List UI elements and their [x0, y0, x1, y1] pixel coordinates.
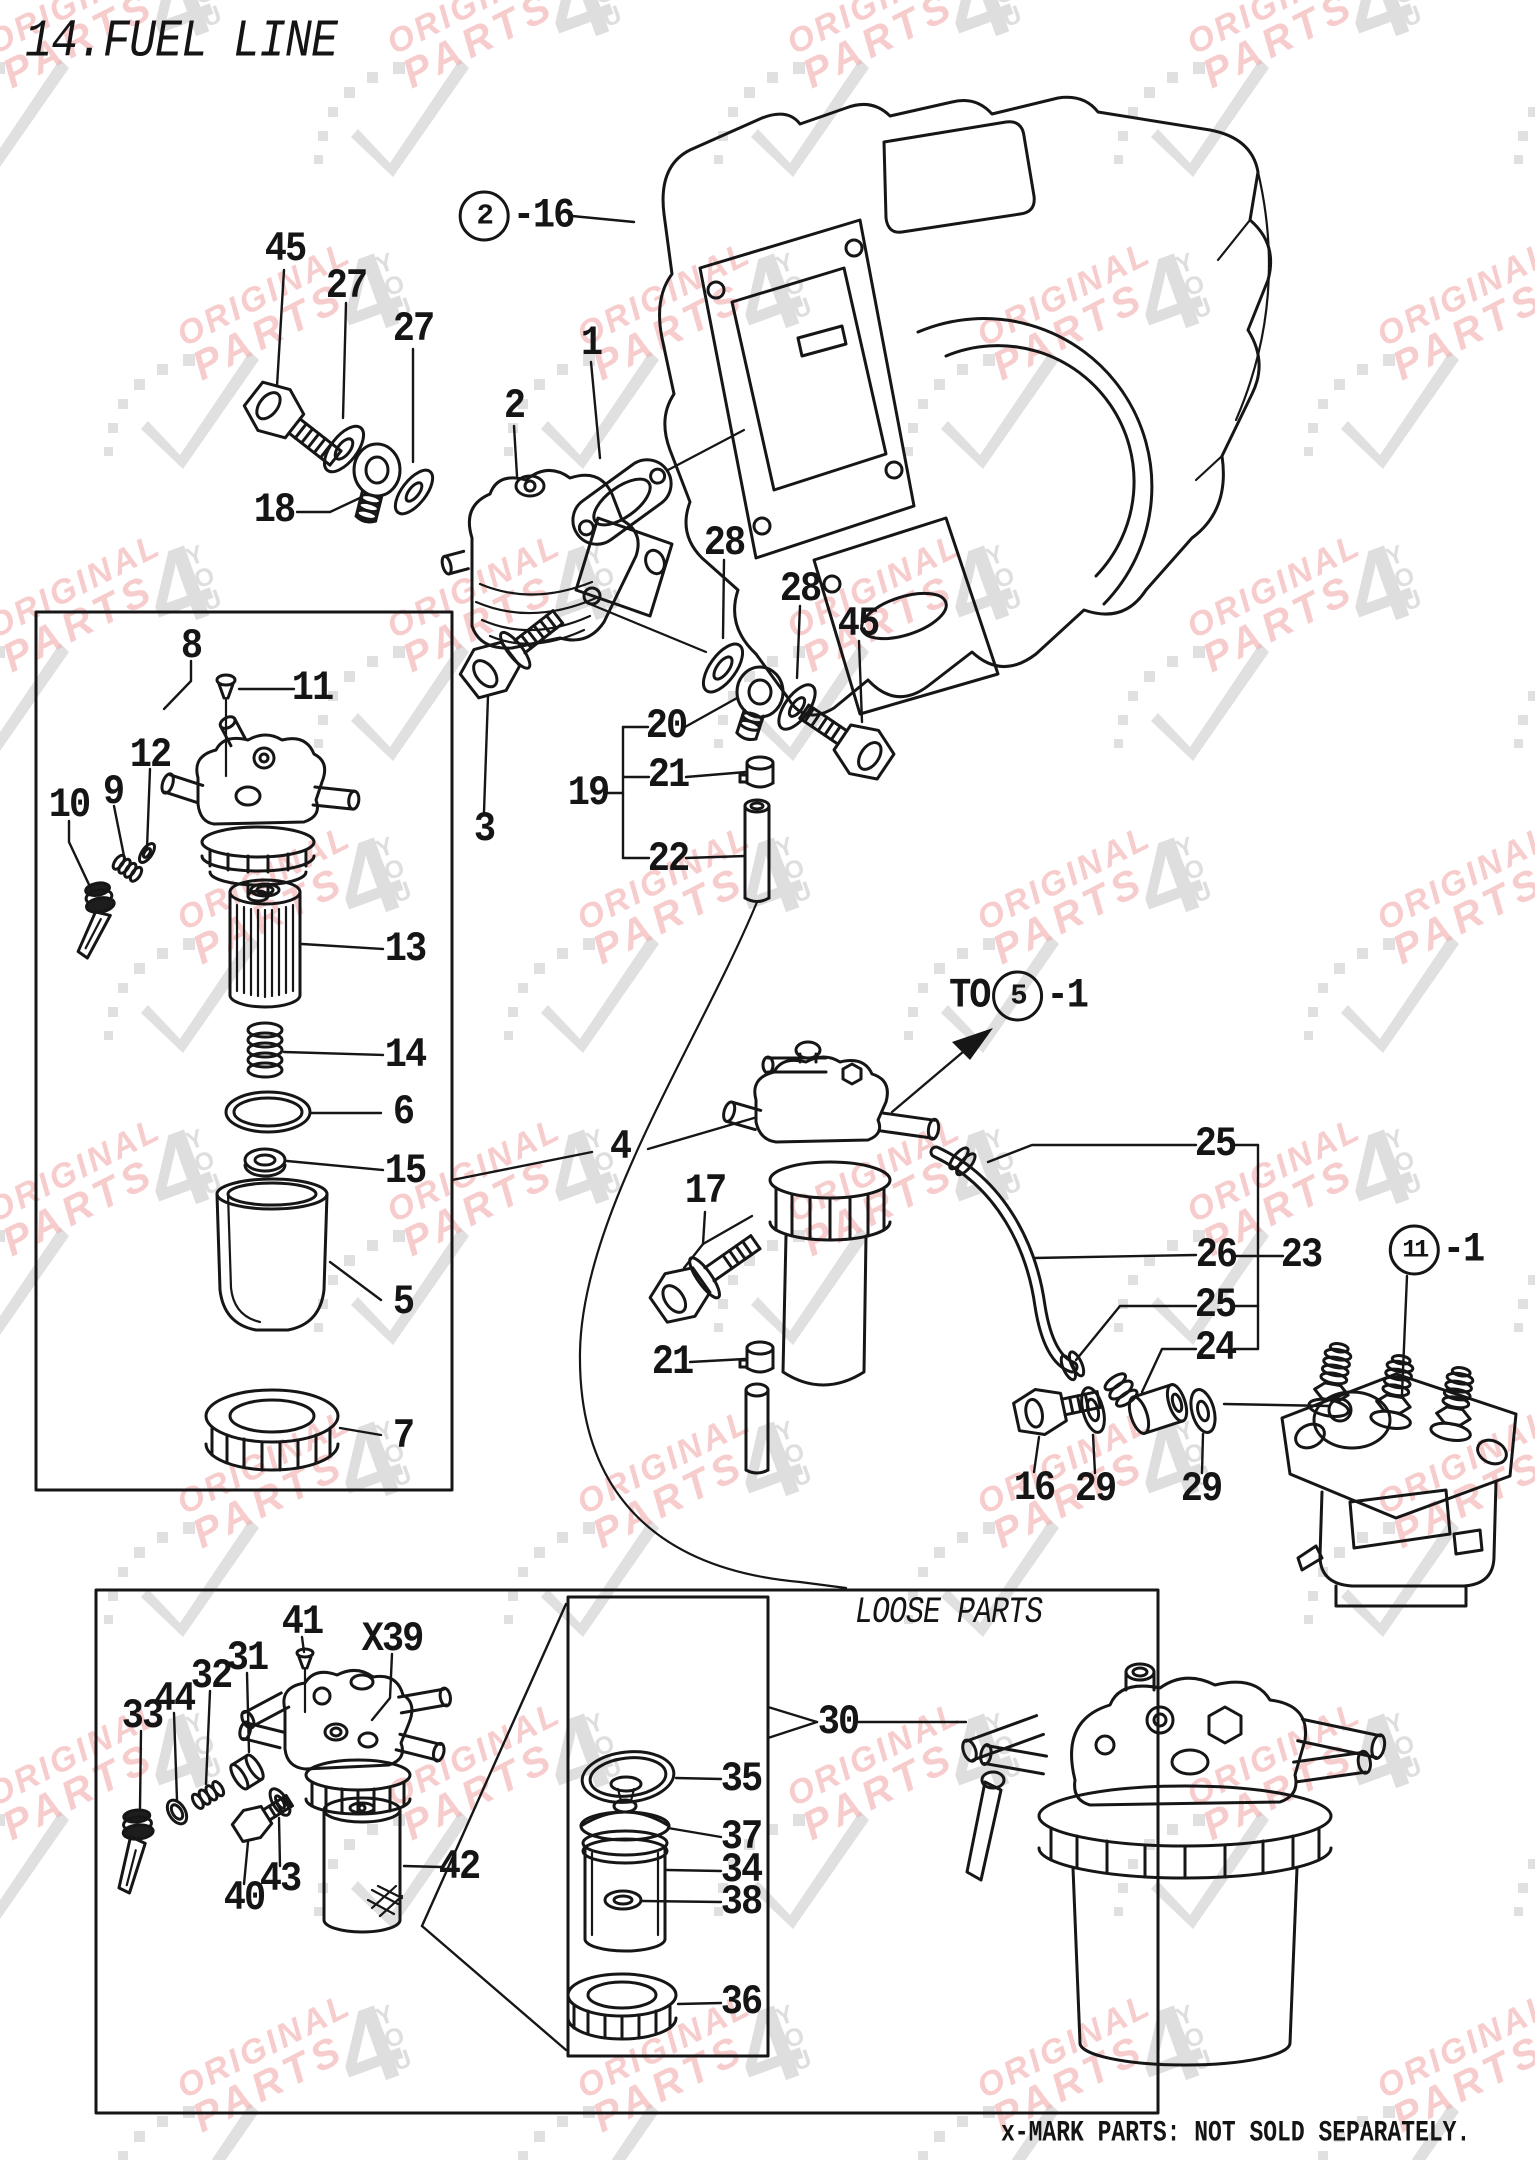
part-label-45-mid: 45 — [837, 601, 880, 649]
part-label-14: 14 — [384, 1032, 427, 1080]
part-label-9: 9 — [102, 769, 125, 817]
part-label-24: 24 — [1194, 1325, 1237, 1373]
part-label-21-lower: 21 — [651, 1339, 694, 1387]
part-label-29-second: 29 — [1180, 1466, 1223, 1514]
part-label-3: 3 — [473, 806, 496, 854]
part-label-29-first: 29 — [1074, 1466, 1117, 1514]
part-label-20: 20 — [645, 703, 688, 751]
circled-number: 2 — [458, 190, 510, 242]
part-label-10: 10 — [48, 782, 91, 830]
part-label-42: 42 — [438, 1844, 481, 1892]
part-label-22: 22 — [647, 836, 690, 884]
part-label-13: 13 — [384, 926, 427, 974]
ref-suffix: -1 — [1046, 972, 1089, 1020]
circled-number: 11 — [1388, 1224, 1440, 1276]
part-label-25-bottom: 25 — [1194, 1282, 1237, 1330]
part-label-27-second: 27 — [392, 306, 435, 354]
fuel-pump — [440, 424, 674, 814]
part-label-26: 26 — [1195, 1232, 1238, 1280]
part-label-32: 32 — [190, 1653, 233, 1701]
part-label-x39: X39 — [361, 1616, 425, 1664]
part-label-35: 35 — [720, 1756, 763, 1804]
part-label-25-top: 25 — [1194, 1121, 1237, 1169]
ref-label-2-16: 2-16 — [458, 190, 576, 242]
part-label-2: 2 — [503, 383, 526, 431]
ref-label-11-1: 11-1 — [1388, 1224, 1485, 1276]
part-label-41: 41 — [281, 1599, 324, 1647]
part-label-40: 40 — [223, 1875, 266, 1923]
footnote-note: x-MARK PARTS: NOT SOLD SEPARATELY. — [1001, 2116, 1471, 2150]
ref-prefix: TO — [949, 972, 991, 1020]
part-label-18: 18 — [253, 487, 296, 535]
engine-housing — [570, 95, 1273, 717]
part-label-7: 7 — [392, 1413, 415, 1461]
ref-suffix: -1 — [1442, 1226, 1485, 1274]
part-label-11: 11 — [291, 665, 334, 713]
part-label-27-first: 27 — [325, 263, 368, 311]
page-title: 14.FUEL LINE — [25, 12, 338, 73]
part-label-1: 1 — [580, 320, 603, 368]
left-filter-detail-box — [34, 610, 454, 1492]
part-label-36: 36 — [720, 1979, 763, 2027]
part-label-4: 4 — [609, 1124, 632, 1172]
part-label-31: 31 — [226, 1635, 269, 1683]
fuel-filter-assembly — [450, 900, 993, 1590]
part-label-28-first: 28 — [703, 520, 746, 568]
part-label-15: 15 — [384, 1148, 427, 1196]
part-label-44: 44 — [153, 1676, 196, 1724]
part-label-16: 16 — [1013, 1465, 1056, 1513]
circled-number: 5 — [992, 970, 1044, 1022]
part-label-43: 43 — [259, 1856, 302, 1904]
part-label-21-upper: 21 — [647, 752, 690, 800]
part-label-12: 12 — [129, 732, 172, 780]
part-label-45-top: 45 — [264, 226, 307, 274]
part-label-30: 30 — [817, 1699, 860, 1747]
part-label-28-second: 28 — [779, 566, 822, 614]
part-label-6: 6 — [392, 1089, 415, 1137]
part-label-33: 33 — [121, 1693, 164, 1741]
part-label-38: 38 — [720, 1879, 763, 1927]
part-label-17: 17 — [684, 1168, 727, 1216]
part-label-23: 23 — [1280, 1232, 1323, 1280]
ref-suffix: -16 — [512, 192, 576, 240]
part-label-19: 19 — [567, 770, 610, 818]
part-label-5: 5 — [392, 1279, 415, 1327]
part-label-8: 8 — [180, 623, 203, 671]
